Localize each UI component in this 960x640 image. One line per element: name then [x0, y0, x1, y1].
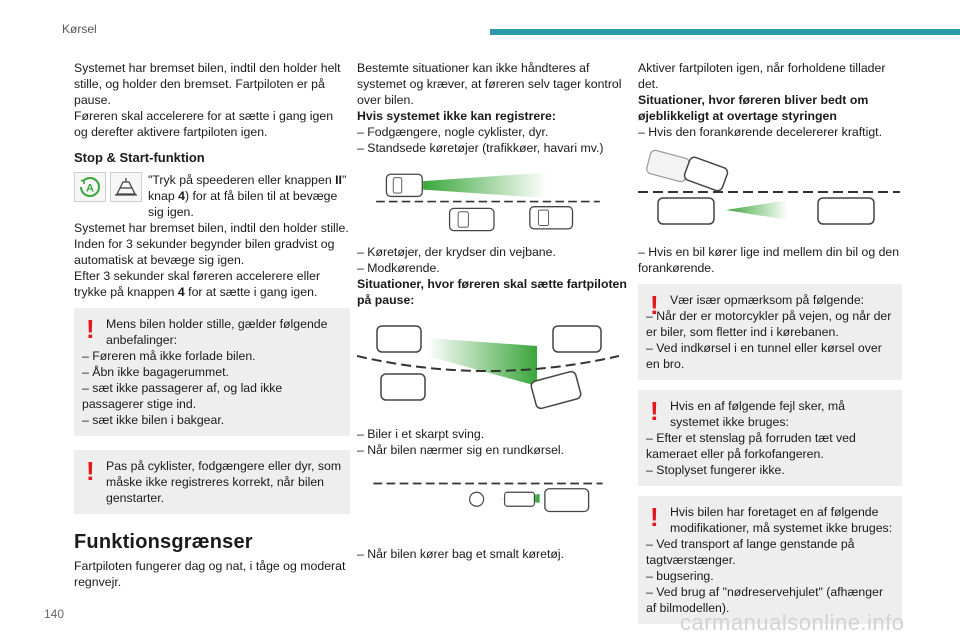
- watermark: carmanualsonline.info: [680, 610, 905, 635]
- icon-instruction: A "Tryk på speederen eller knappen II" k…: [74, 172, 350, 220]
- icon-instruction-text: "Tryk på speederen eller knappen II" kna…: [148, 173, 347, 219]
- column-1: Systemet har bremset bilen, indtil den h…: [74, 60, 350, 590]
- list-item: – Køretøjer, der krydser din vejbane.: [357, 245, 556, 259]
- column-2: Bestemte situationer kan ikke håndteres …: [356, 60, 633, 562]
- warning-exclamation-icon: !: [650, 396, 659, 426]
- warning-box: ! Pas på cyklister, fodgængere eller dyr…: [74, 450, 350, 514]
- subsection-title: Stop & Start-funktion: [74, 150, 205, 165]
- road-sign-icon: [110, 172, 142, 202]
- warning-exclamation-icon: !: [650, 502, 659, 532]
- paragraph: Fartpiloten fungerer dag og nat, i tåge …: [74, 559, 346, 589]
- warning-box: ! Vær især opmærksom på følgende: – Når …: [638, 284, 902, 380]
- list-item: – Hvis den forankørende decelererer kraf…: [638, 125, 883, 139]
- page-number: 140: [44, 607, 65, 621]
- section-title: Funktionsgrænser: [74, 531, 253, 553]
- list-item: – Standsede køretøjer (trafikkøer, havar…: [357, 141, 604, 155]
- paragraph: Aktiver fartpiloten igen, når forholdene…: [638, 61, 886, 91]
- illustration-narrow-vehicle: [373, 482, 603, 513]
- header-section-title: Kørsel: [62, 22, 97, 36]
- paragraph: Efter 3 sekunder skal føreren accelerere…: [74, 269, 321, 299]
- warning-exclamation-icon: !: [86, 314, 95, 344]
- paragraph: Bestemte situationer kan ikke håndteres …: [357, 61, 622, 107]
- warning-box: ! Hvis en af følgende fejl sker, må syst…: [638, 390, 902, 486]
- warning-exclamation-icon: !: [650, 290, 659, 320]
- column-3: Aktiver fartpiloten igen, når forholdene…: [638, 60, 902, 624]
- list-item: – Hvis en bil kører lige ind mellem din …: [638, 245, 900, 275]
- illustration-decelerating-vehicle: [638, 149, 900, 225]
- illustration-sharp-curve: [356, 325, 620, 410]
- subheading: Situationer, hvor føreren skal sætte far…: [357, 277, 627, 307]
- svg-text:A: A: [86, 183, 94, 195]
- warning-box: ! Hvis bilen har foretaget en af følgend…: [638, 496, 902, 624]
- subheading: Situationer, hvor føreren bliver bedt om…: [638, 93, 869, 123]
- paragraph: Systemet har bremset bilen, indtil den h…: [74, 61, 341, 107]
- list-item: – Fodgængere, nogle cyklister, dyr.: [357, 125, 549, 139]
- paragraph: Føreren skal accelerere for at sætte i g…: [74, 109, 334, 139]
- warning-box: ! Mens bilen holder stille, gælder følge…: [74, 308, 350, 436]
- subheading: Hvis systemet ikke kan registrere:: [357, 109, 556, 123]
- stop-start-a-icon: A: [74, 172, 106, 202]
- list-item: – Biler i et skarpt sving.: [357, 427, 485, 441]
- paragraph: Inden for 3 sekunder begynder bilen grad…: [74, 237, 335, 267]
- list-item: – Modkørende.: [357, 261, 440, 275]
- list-item: – Når bilen kører bag et smalt køretøj.: [357, 547, 565, 561]
- paragraph: Systemet har bremset bilen, indtil den h…: [74, 221, 349, 235]
- header-accent-bar: [490, 29, 960, 35]
- illustration-stopped-vehicle: [376, 172, 600, 232]
- warning-exclamation-icon: !: [86, 456, 95, 486]
- list-item: – Når bilen nærmer sig en rundkørsel.: [357, 443, 565, 457]
